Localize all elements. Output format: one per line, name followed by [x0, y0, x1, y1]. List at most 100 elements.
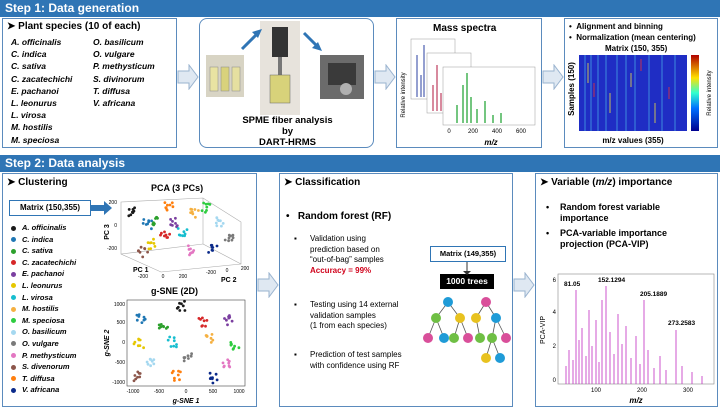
vip-xlabel: m/z: [629, 396, 642, 405]
scatter-point: [230, 238, 234, 242]
species-name: M. hostilis: [11, 122, 53, 133]
scatter-point: [142, 346, 145, 350]
pca-vip-chart: PCA-VIP 6 4 2 0 100 200 300 m/z: [540, 273, 715, 405]
scatter-point: [183, 234, 186, 238]
scatter-point: [208, 371, 212, 375]
species-name: V. africana: [93, 98, 136, 109]
svg-text:6: 6: [553, 278, 557, 284]
scatter-point: [146, 250, 149, 254]
scatter-point: [210, 243, 214, 247]
scatter-point: [163, 230, 166, 234]
scatter-point: [211, 338, 215, 342]
matrix2-box: Matrix (149,355): [430, 246, 506, 262]
scatter-point: [232, 347, 236, 350]
legend-dot-icon: [11, 376, 16, 382]
legend-dot-icon: [11, 283, 16, 289]
scatter-point: [204, 210, 207, 214]
svg-text:0: 0: [185, 389, 188, 395]
svg-text:-1000: -1000: [112, 380, 125, 386]
scatter-point: [211, 381, 215, 385]
scatter-point: [138, 372, 142, 375]
scatter-point: [219, 219, 222, 223]
bullet-icon: •: [546, 228, 550, 238]
svg-text:200: 200: [179, 274, 188, 280]
scatter-point: [205, 319, 209, 322]
scatter-point: [145, 360, 149, 364]
scatter-point: [165, 208, 169, 212]
scatter-point: [190, 210, 194, 214]
scatter-point: [223, 317, 226, 320]
scatter-point: [222, 365, 226, 369]
scatter-point: [231, 233, 235, 237]
scatter-point: [223, 238, 227, 242]
scatter-point: [157, 323, 161, 327]
scatter-point: [163, 234, 166, 238]
svg-text:0: 0: [226, 268, 229, 274]
vip-xticks: 100 200 300: [591, 388, 694, 394]
legend-label: T. diffusa: [22, 373, 55, 383]
scatter-point: [127, 208, 131, 211]
species-name: C. zacatechichi: [11, 73, 73, 84]
scatter-point: [142, 218, 146, 221]
scatter-point: [229, 343, 233, 347]
svg-text:0: 0: [553, 378, 557, 384]
scatter-point: [142, 318, 146, 322]
legend-label: C. indica: [22, 234, 54, 244]
scatter-point: [170, 201, 174, 205]
scatter-point: [152, 362, 156, 366]
alignment-bullets: • Alignment and binning • Normalization …: [569, 22, 696, 42]
scatter-point: [134, 377, 138, 381]
species-name: T. diffusa: [93, 85, 130, 96]
scatter-point: [147, 220, 151, 224]
scatter-point: [191, 250, 195, 254]
svg-text:-200: -200: [138, 274, 148, 280]
legend-dot-icon: [11, 387, 16, 393]
scatter-point: [197, 209, 200, 212]
validation-line: Validation using: [310, 234, 366, 243]
legend-dot-icon: [11, 329, 16, 335]
scatter-point: [202, 201, 205, 205]
scatter-point: [202, 319, 206, 323]
scatter-point: [144, 223, 148, 226]
species-name: O. basilicum: [93, 37, 144, 47]
scatter-point: [150, 219, 153, 223]
classification-panel: ➤ Classification • Random forest (RF) ▪ …: [279, 173, 513, 407]
legend-item: A. officinalis: [11, 222, 76, 234]
scatter-point: [214, 221, 218, 225]
bullet-icon: •: [546, 202, 550, 212]
species-name: C. indica: [11, 49, 47, 60]
mz-values-label: m/z values (355): [602, 136, 664, 145]
scatter-point: [175, 343, 178, 346]
scatter-point: [215, 378, 219, 382]
pc3-label: PC 3: [104, 224, 111, 240]
scatter-point: [176, 373, 180, 377]
scatter-point: [199, 318, 202, 321]
pca-title: PCA (3 PCs): [151, 183, 204, 193]
testing-line: validation samples: [310, 310, 376, 320]
legend-label: O. vulgare: [22, 338, 59, 348]
legend-dot-icon: [11, 225, 16, 231]
prediction-line: Prediction of test samples: [310, 350, 402, 359]
legend-item: L. virosa: [11, 292, 76, 304]
scatter-point: [221, 222, 225, 225]
species-name: O. vulgare: [93, 49, 135, 60]
scatter-point: [183, 309, 187, 312]
svg-text:500: 500: [209, 389, 218, 395]
svg-text:200: 200: [241, 266, 250, 272]
legend-label: V. africana: [22, 385, 60, 395]
scatter-point: [149, 364, 152, 368]
rf-title: • Random forest (RF): [286, 211, 392, 222]
legend-label: C. zacatechichi: [22, 257, 77, 267]
svg-text:152.1294: 152.1294: [598, 277, 625, 284]
scatter-point: [129, 213, 133, 217]
svg-text:0: 0: [447, 129, 451, 135]
scatter-point: [182, 230, 186, 234]
scatter-point: [204, 324, 207, 328]
scatter-point: [186, 354, 190, 358]
scatter-point: [141, 222, 145, 225]
scatter-point: [152, 242, 156, 245]
scatter-point: [182, 356, 186, 360]
scatter-point: [161, 324, 165, 328]
